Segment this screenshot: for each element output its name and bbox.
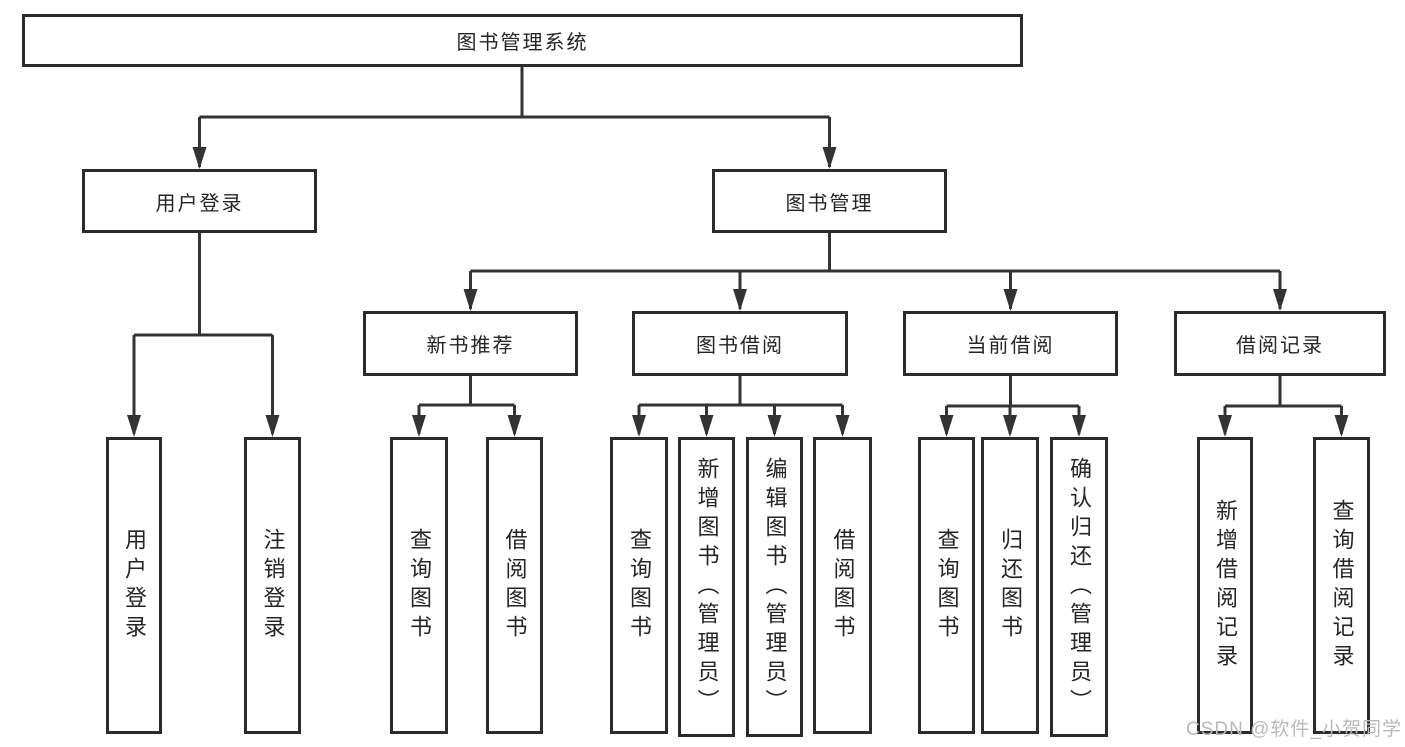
leaf-edit-book-admin: 编辑图书（管理员）: [746, 437, 803, 737]
leaf-borrow-book-label: 借阅图书: [830, 527, 856, 644]
leaf-return-book: 归还图书: [981, 437, 1039, 734]
node-current-borrowing: 当前借阅: [903, 311, 1118, 376]
leaf-add-borrow-record-label: 新增借阅记录: [1213, 498, 1238, 673]
leaf-return-book-label: 归还图书: [998, 527, 1023, 644]
leaf-confirm-return-admin: 确认归还（管理员）: [1050, 437, 1108, 737]
arrowhead-icons: [127, 147, 1349, 437]
leaf-query-book-borrowing: 查询图书: [610, 437, 668, 734]
watermark-text: CSDN @软件_小贺同学: [1186, 719, 1402, 740]
node-root-label: 图书管理系统: [456, 32, 589, 54]
leaf-borrow-book-recommend-label: 借阅图书: [502, 527, 528, 644]
node-book-management-label: 图书管理: [785, 192, 874, 215]
node-new-book-recommend-label: 新书推荐: [426, 335, 515, 357]
leaf-borrow-book-recommend: 借阅图书: [486, 437, 543, 734]
node-book-management: 图书管理: [712, 169, 947, 233]
node-book-borrowing-label: 图书借阅: [696, 335, 784, 357]
node-new-book-recommend: 新书推荐: [363, 311, 578, 376]
leaf-query-book-recommend-label: 查询图书: [407, 527, 432, 644]
leaf-query-borrow-record-label: 查询借阅记录: [1329, 498, 1355, 673]
leaf-user-login-label: 用户登录: [122, 527, 147, 644]
node-book-borrowing: 图书借阅: [632, 311, 848, 376]
leaf-borrow-book: 借阅图书: [813, 437, 872, 734]
leaf-query-book-current: 查询图书: [918, 437, 975, 734]
leaf-confirm-return-admin-label: 确认归还（管理员）: [1067, 456, 1092, 718]
leaf-add-book-admin-label: 新增图书（管理员）: [694, 456, 720, 718]
leaf-query-book-recommend: 查询图书: [390, 437, 448, 734]
leaf-logout-label: 注销登录: [260, 527, 286, 644]
leaf-query-book-current-label: 查询图书: [934, 527, 960, 644]
node-borrowing-records-label: 借阅记录: [1236, 335, 1324, 357]
leaf-query-book-borrowing-label: 查询图书: [627, 527, 652, 644]
node-user-login-label: 用户登录: [155, 192, 244, 215]
leaf-add-book-admin: 新增图书（管理员）: [678, 437, 735, 737]
node-user-login: 用户登录: [82, 169, 317, 233]
leaf-edit-book-admin-label: 编辑图书（管理员）: [762, 456, 788, 718]
leaf-logout: 注销登录: [244, 437, 301, 734]
node-root: 图书管理系统: [22, 14, 1023, 67]
leaf-user-login: 用户登录: [106, 437, 162, 734]
node-borrowing-records: 借阅记录: [1174, 311, 1386, 376]
node-current-borrowing-label: 当前借阅: [966, 335, 1055, 357]
leaf-add-borrow-record: 新增借阅记录: [1197, 437, 1253, 734]
leaf-query-borrow-record: 查询借阅记录: [1313, 437, 1370, 734]
